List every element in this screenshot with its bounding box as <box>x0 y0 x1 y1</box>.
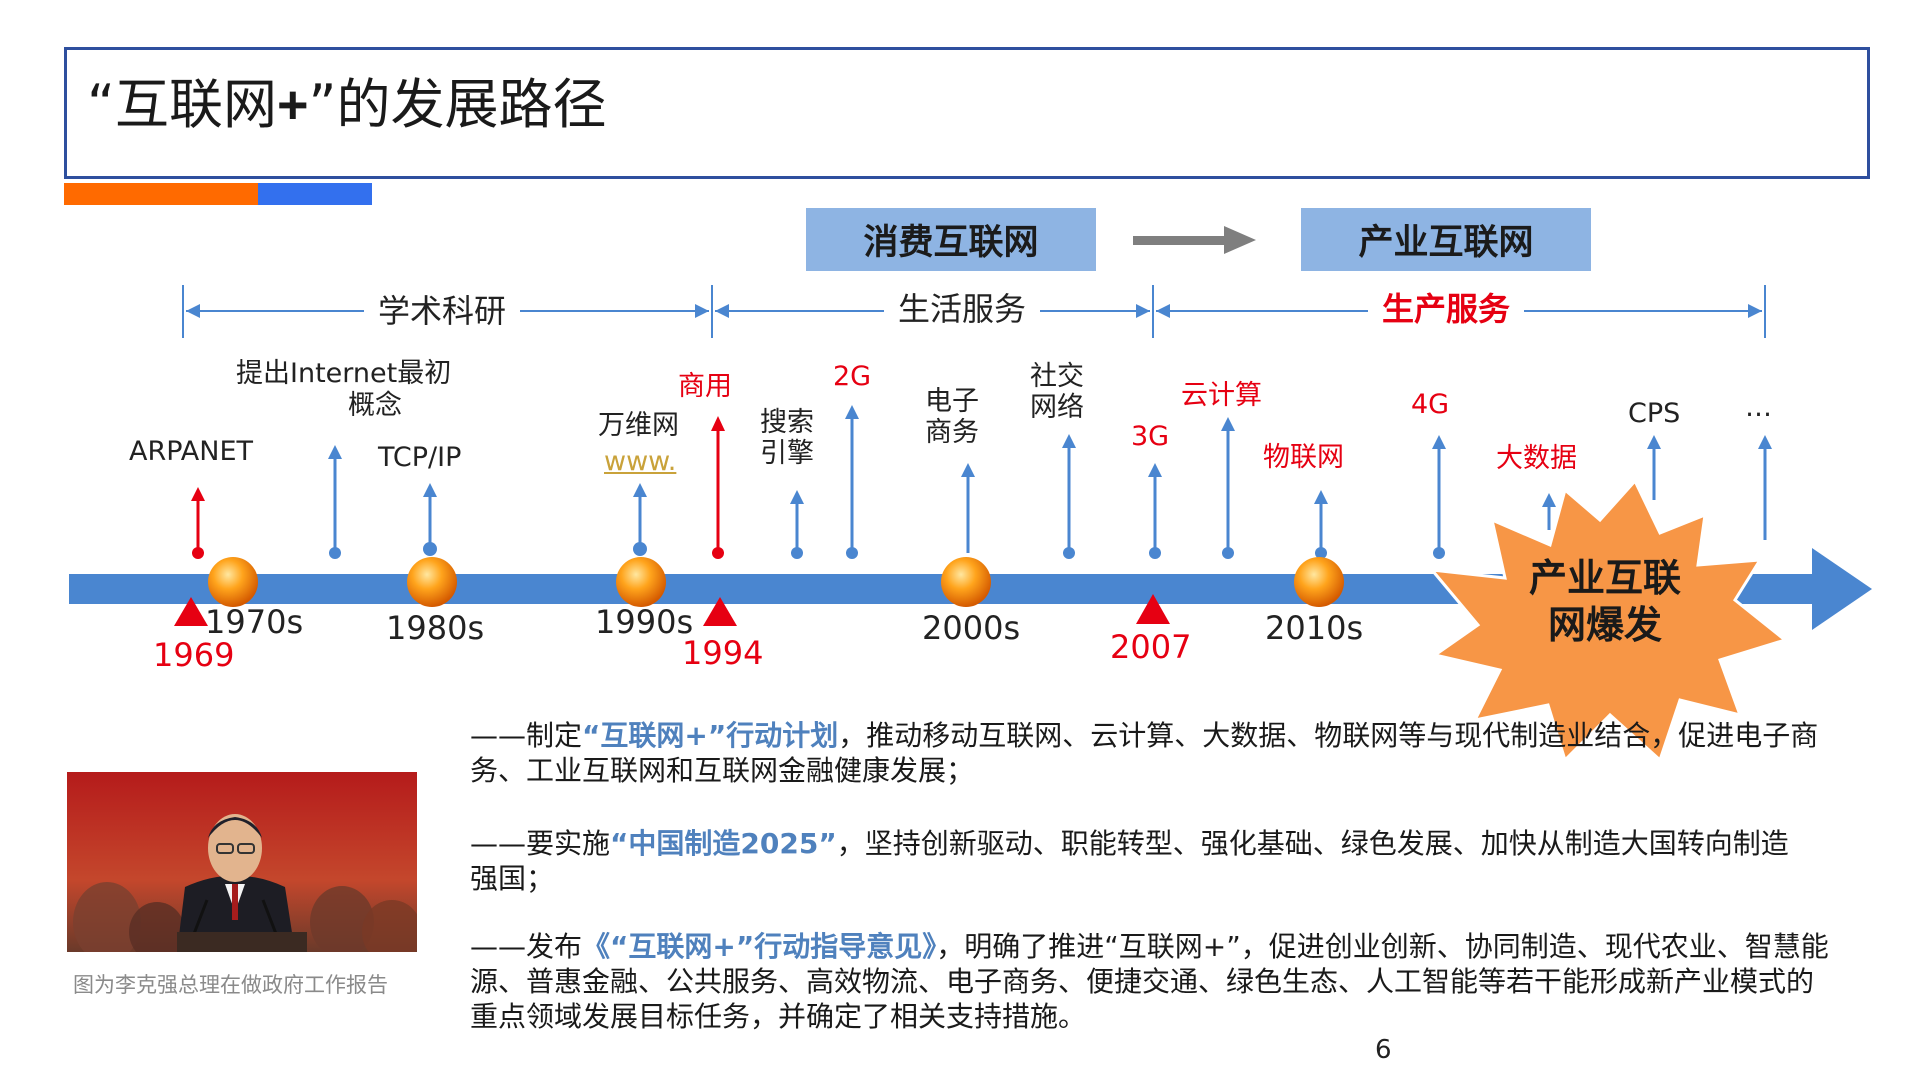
event-arrow-commercial <box>711 416 725 559</box>
decade-label-1970s: 1970s <box>205 603 304 641</box>
event-label-concept-2: 概念 <box>348 390 402 421</box>
event-label-iot: 物联网 <box>1263 442 1344 473</box>
event-arrow-www <box>633 483 647 556</box>
event-label-more: … <box>1745 392 1772 423</box>
decade-label-1990s: 1990s <box>595 603 694 641</box>
event-arrow-cps <box>1647 435 1661 500</box>
accent-stripe-orange <box>64 183 258 205</box>
title-box <box>64 47 1870 179</box>
photo-illustration <box>67 772 417 952</box>
paragraph-made-in-china: ——要实施“中国制造2025”，坚持创新驱动、职能转型、强化基础、绿色发展、加快… <box>470 826 1790 896</box>
event-label-ecommerce-1: 电子 <box>925 386 979 417</box>
year-label-2007: 2007 <box>1110 628 1192 666</box>
event-label-concept-1: 提出Internet最初 <box>236 358 452 389</box>
event-label-tcpip: TCP/IP <box>378 442 462 473</box>
event-arrow-search <box>790 490 804 559</box>
paragraph-2-highlight: “中国制造2025” <box>610 827 837 860</box>
photo-caption: 图为李克强总理在做政府工作报告 <box>73 973 388 997</box>
burst-text-line1: 产业互联 <box>1528 556 1681 600</box>
event-arrow-concept <box>328 445 342 559</box>
event-label-commercial: 商用 <box>678 371 732 402</box>
premier-photo <box>67 772 417 952</box>
paragraph-2-prefix: ——要实施 <box>470 827 611 860</box>
event-arrow-arpanet <box>191 487 205 559</box>
paragraph-3-body: ，明确了推进“互联网+”，促进创业创新、协同制造、现代农业、智慧能源、普惠金融、… <box>470 930 1829 1033</box>
paragraph-1-highlight: “互联网+”行动计划 <box>582 719 839 752</box>
event-label-social-1: 社交 <box>1030 361 1084 392</box>
burst-text-line2: 网爆发 <box>1547 603 1662 647</box>
event-arrow-bigdata <box>1542 493 1556 530</box>
event-arrow-4g <box>1432 435 1446 559</box>
paragraph-3-prefix: ——发布 <box>470 930 583 963</box>
burst-text: 产业互联 网爆发 <box>1505 555 1705 649</box>
event-label-3g: 3G <box>1131 421 1170 452</box>
event-label-search-1: 搜索 <box>760 407 814 438</box>
event-label-2g: 2G <box>833 361 872 392</box>
event-label-bigdata: 大数据 <box>1496 443 1577 474</box>
transition-arrow <box>1133 226 1256 254</box>
paragraph-action-plan: ——制定“互联网+”行动计划，推动移动互联网、云计算、大数据、物联网等与现代制造… <box>470 718 1840 788</box>
accent-stripe-blue <box>258 183 372 205</box>
era-label-life-services: 生活服务 <box>884 290 1041 328</box>
event-arrow-3g <box>1148 463 1162 559</box>
event-label-cps: CPS <box>1628 398 1681 429</box>
era-dividers <box>182 285 1766 338</box>
event-arrow-ecommerce <box>961 463 975 553</box>
decade-markers <box>208 557 1344 607</box>
event-label-4g: 4G <box>1411 389 1450 420</box>
year-label-1994: 1994 <box>682 634 764 672</box>
event-label-www-cn: 万维网 <box>598 410 679 441</box>
event-label-arpanet: ARPANET <box>129 436 254 467</box>
paragraph-guidance: ——发布《“互联网+”行动指导意见》，明确了推进“互联网+”，促进创业创新、协同… <box>470 929 1840 1034</box>
industry-burst-star <box>1428 478 1789 763</box>
event-arrow-iot <box>1314 490 1328 559</box>
paragraph-1-body: ，推动移动互联网、云计算、大数据、物联网等与现代制造业结合，促进电子商务、工业互… <box>470 719 1819 787</box>
year-markers <box>174 594 1170 626</box>
year-label-1969: 1969 <box>153 636 235 674</box>
page-title: “互联网+”的发展路径 <box>87 73 607 136</box>
page-number: 6 <box>1375 1035 1392 1065</box>
decade-label-1980s: 1980s <box>386 609 485 647</box>
paragraph-1-prefix: ——制定 <box>470 719 583 752</box>
event-label-social-2: 网络 <box>1030 392 1084 423</box>
event-label-cloud: 云计算 <box>1181 380 1262 411</box>
event-label-ecommerce-2: 商务 <box>925 417 979 448</box>
event-arrow-2g <box>845 405 859 559</box>
event-arrow-tcpip <box>423 483 437 556</box>
decade-label-2000s: 2000s <box>922 609 1021 647</box>
decade-label-2010s: 2010s <box>1265 609 1364 647</box>
era-label-production-services: 生产服务 <box>1368 290 1525 328</box>
paragraph-2-body: ，坚持创新驱动、职能转型、强化基础、绿色发展、加快从制造大国转向制造强国； <box>470 827 1789 895</box>
era-label-academic: 学术科研 <box>364 292 521 330</box>
event-arrow-more <box>1758 435 1772 540</box>
paragraph-3-highlight: 《“互联网+”行动指导意见》 <box>582 930 937 963</box>
tag-consumer-internet: 消费互联网 <box>806 208 1096 271</box>
event-arrows <box>191 405 1772 559</box>
event-arrow-cloud <box>1221 417 1235 559</box>
tag-industrial-internet: 产业互联网 <box>1301 208 1591 271</box>
event-label-www: www. <box>604 446 677 477</box>
event-label-search-2: 引擎 <box>760 438 814 469</box>
event-arrow-social <box>1062 434 1076 559</box>
